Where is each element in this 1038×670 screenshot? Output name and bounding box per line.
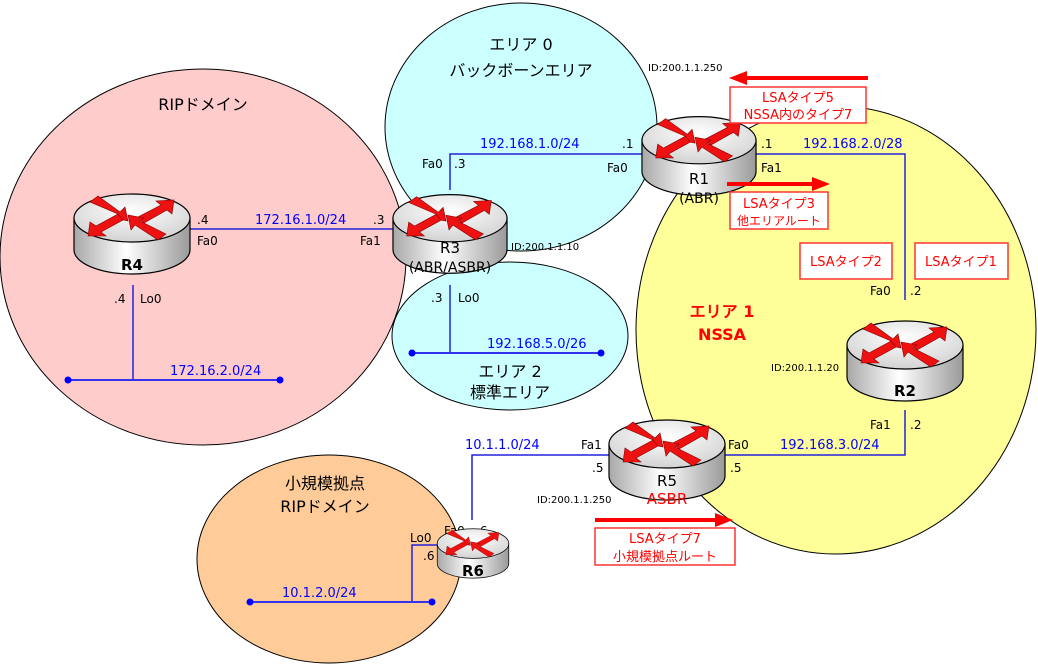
- interface-label: Fa0: [197, 234, 218, 248]
- interface-ip: .4: [197, 213, 208, 227]
- interface-label: Fa0: [607, 161, 628, 175]
- link-r6-lo: [411, 544, 437, 602]
- lsa-type5-box: LSAタイプ5 NSSA内のタイプ7: [729, 86, 867, 124]
- router-id: ID:200.1.1.10: [511, 242, 579, 253]
- network-label: 10.1.1.0/24: [465, 438, 540, 453]
- router-id: ID:200.1.1.20: [771, 363, 839, 374]
- rip-domain-label: RIPドメイン: [158, 95, 248, 114]
- area0-sublabel: バックボーンエリア: [449, 61, 592, 80]
- interface-label: Fa1: [581, 438, 602, 452]
- router-name: R5: [657, 472, 677, 490]
- router-r2[interactable]: R2 ID:200.1.1.20: [771, 320, 964, 402]
- area2-standard: [391, 261, 629, 411]
- lan-endpoint: [276, 376, 284, 384]
- lsa-type3-box: LSAタイプ3 他エリアルート: [729, 191, 829, 230]
- network-label: 192.168.3.0/24: [780, 438, 880, 453]
- interface-ip: .1: [761, 137, 772, 151]
- router-role: (ABR/ASBR): [409, 260, 491, 276]
- lsa-type2-title: LSAタイプ2: [810, 255, 882, 270]
- interface-ip: .2: [910, 418, 921, 432]
- router-id: ID:200.1.1.250: [648, 63, 722, 74]
- area1-sublabel: NSSA: [698, 325, 747, 344]
- interface-label: Fa1: [870, 418, 891, 432]
- router-r4[interactable]: R4: [73, 193, 191, 275]
- lsa-type3-desc: 他エリアルート: [737, 214, 821, 228]
- router-name: R2: [894, 382, 916, 400]
- lsa-type5-desc: NSSA内のタイプ7: [744, 107, 853, 123]
- router-name: R6: [462, 562, 484, 580]
- lsa5-arrowhead: [729, 71, 747, 85]
- interface-label: Lo0: [458, 291, 479, 305]
- link-r5-r2: [722, 410, 906, 456]
- area2-sublabel: 標準エリア: [470, 383, 550, 402]
- interface-label: Fa1: [761, 161, 782, 175]
- network-label: 172.16.2.0/24: [170, 364, 261, 379]
- router-name: R4: [121, 256, 143, 274]
- lsa-type7-box: LSAタイプ7 小規模拠点ルート: [594, 527, 736, 566]
- network-label: 172.16.1.0/24: [255, 213, 346, 228]
- lan-endpoint: [64, 376, 72, 384]
- interface-label: Lo0: [140, 292, 161, 306]
- link-r6-r5: [471, 454, 612, 520]
- small-site-label: 小規模拠点: [285, 474, 365, 493]
- lsa7-arrowhead: [715, 513, 733, 527]
- interface-label: Fa0: [728, 438, 749, 452]
- link-r1-r2: [750, 153, 906, 300]
- interface-ip: .3: [431, 291, 442, 305]
- network-label: 192.168.1.0/24: [480, 137, 580, 152]
- network-label: 192.168.5.0/26: [487, 337, 587, 352]
- lsa-type2-box: LSAタイプ2: [799, 242, 893, 280]
- interface-ip: .5: [730, 461, 741, 475]
- interface-ip: .1: [622, 137, 633, 151]
- network-label: 192.168.2.0/28: [803, 137, 903, 152]
- interface-ip: .5: [592, 461, 603, 475]
- lan-endpoint: [246, 598, 254, 606]
- lsa-type5-title: LSAタイプ5: [762, 91, 834, 106]
- interface-ip: .2: [910, 284, 921, 298]
- router-name: R3: [440, 239, 460, 257]
- router-name: R1: [689, 170, 709, 188]
- area2-label: エリア 2: [478, 362, 541, 381]
- lsa-type7-title: LSAタイプ7: [629, 532, 701, 547]
- lsa-type1-title: LSAタイプ1: [925, 255, 997, 270]
- lan-endpoint: [428, 598, 436, 606]
- interface-ip: .3: [373, 213, 384, 227]
- router-r6[interactable]: R6: [436, 528, 510, 580]
- link-r3-r1: [449, 153, 650, 190]
- interface-label: Fa0: [870, 284, 891, 298]
- lsa-type1-box: LSAタイプ1: [914, 242, 1009, 280]
- lan-endpoint: [597, 349, 605, 357]
- area0-label: エリア 0: [489, 35, 552, 54]
- interface-label: Fa0: [422, 157, 443, 171]
- interface-label: Fa1: [360, 234, 381, 248]
- rip-domain-area: [0, 68, 407, 446]
- small-site-sublabel: RIPドメイン: [280, 497, 370, 516]
- interface-label: Lo0: [410, 531, 431, 545]
- router-role: ASBR: [647, 490, 688, 508]
- interface-ip: .4: [114, 292, 125, 306]
- interface-ip: .3: [454, 157, 465, 171]
- router-r3[interactable]: R3 (ABR/ASBR) ID:200.1.1.10: [392, 193, 579, 276]
- router-role: (ABR): [679, 191, 719, 207]
- network-label: 10.1.2.0/24: [282, 586, 357, 601]
- lsa-type3-title: LSAタイプ3: [743, 197, 815, 212]
- lsa-type7-desc: 小規模拠点ルート: [613, 550, 717, 565]
- router-r5[interactable]: R5 ASBR ID:200.1.1.250: [537, 419, 726, 508]
- lsa3-arrowhead: [812, 177, 830, 191]
- interface-ip: .6: [423, 549, 434, 563]
- area1-label: エリア 1: [690, 302, 755, 321]
- router-id: ID:200.1.1.250: [537, 495, 611, 506]
- router-r1[interactable]: R1 (ABR) ID:200.1.1.250: [641, 63, 757, 207]
- lan-endpoint: [408, 349, 416, 357]
